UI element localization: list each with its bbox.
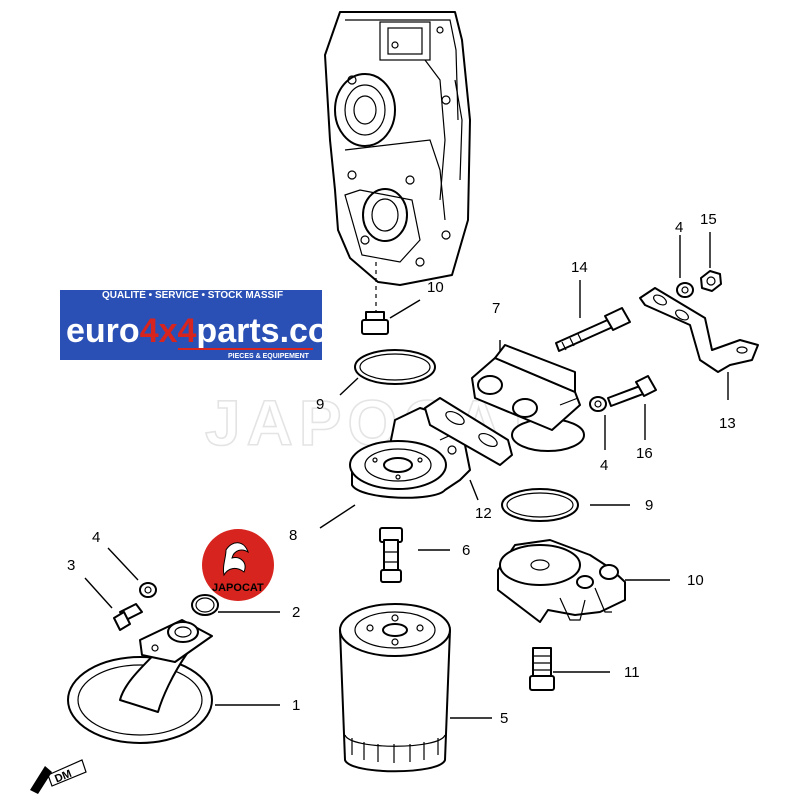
badge-emblem-icon (222, 542, 249, 577)
callout-1: 1 (292, 697, 300, 714)
callout-labels: 10 9 8 12 7 14 4 15 13 16 4 9 10 6 11 5 … (67, 211, 736, 727)
euro4x4parts-logo: QUALITÉ • SERVICE • STOCK MASSIF euro4x4… (60, 288, 359, 360)
logo-brand-parts: parts.com (196, 312, 359, 350)
leader-lines (84, 232, 729, 719)
part-1-adapter-base (67, 619, 213, 744)
callout-18: 16 (636, 445, 653, 462)
part-14-gasket (424, 397, 513, 466)
japocat-badge: JAPOCAT (202, 529, 274, 601)
part-5-oil-filter (339, 603, 451, 773)
part-3-bolt (113, 603, 143, 631)
direction-label: DM (53, 768, 73, 786)
part-11-o-ring (354, 349, 436, 385)
callout-9: 10 (687, 572, 704, 589)
callout-4-left: 4 (92, 529, 100, 546)
part-7-adapter-block (471, 344, 585, 452)
callout-12: 10 (427, 279, 444, 296)
direction-marker: DM (30, 759, 87, 794)
callout-11: 9 (316, 396, 324, 413)
callout-5: 5 (500, 710, 508, 727)
callout-14: 12 (475, 505, 492, 522)
part-15-bracket (639, 287, 759, 373)
part-4-washer-mid (589, 396, 607, 412)
callout-2: 2 (292, 604, 300, 621)
callout-8: 9 (645, 497, 653, 514)
badge-text: JAPOCAT (212, 582, 264, 594)
part-13-bolt (529, 647, 555, 691)
svg-text:euro4x4parts.com: euro4x4parts.com (66, 312, 359, 350)
part-12-plug (361, 311, 389, 335)
part-4-washer-upper (676, 282, 694, 298)
part-2-o-ring (191, 594, 219, 616)
transmission-housing (324, 11, 471, 286)
callout-10: 8 (289, 527, 297, 544)
part-4-washer-left (139, 582, 157, 598)
part-9-housing (497, 539, 626, 623)
callout-3: 3 (67, 557, 75, 574)
part-8-o-ring (501, 488, 579, 522)
logo-brand-4x4: 4x4 (140, 312, 197, 350)
part-16-long-bolt (555, 307, 631, 352)
logo-brand-euro: euro (66, 312, 140, 350)
part-17-nut (700, 270, 722, 292)
callout-6: 6 (462, 542, 470, 559)
callout-4-mid: 4 (600, 457, 608, 474)
part-6-hollow-bolt (379, 527, 403, 583)
logo-tagline: QUALITÉ • SERVICE • STOCK MASSIF (102, 288, 283, 301)
logo-subtext: PIECES & EQUIPEMENT (228, 353, 310, 360)
callout-16: 14 (571, 259, 588, 276)
callout-7: 7 (492, 300, 500, 317)
direction-arrow-icon (30, 766, 52, 794)
callout-13: 11 (624, 664, 640, 681)
callout-17: 15 (700, 211, 717, 228)
callout-15: 13 (719, 415, 736, 432)
part-18-bolt (607, 375, 657, 407)
callout-4-upper: 4 (675, 219, 683, 236)
